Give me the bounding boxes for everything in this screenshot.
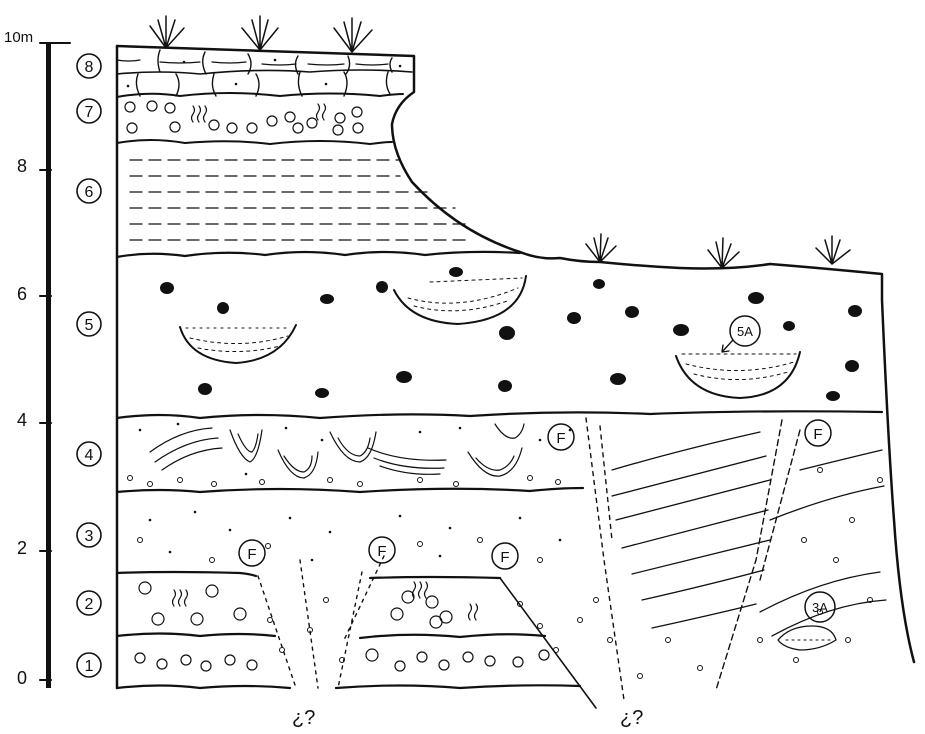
unit-8-blocks <box>117 50 401 96</box>
unit-6-fill <box>130 160 470 240</box>
fault-label: F <box>377 543 386 560</box>
unit-label: 7 <box>85 104 94 121</box>
scale-tick-label: 8 <box>17 156 27 176</box>
lens-3a-label: 3A <box>812 600 828 615</box>
scale-top-label: 10m <box>4 29 33 46</box>
fault-label: F <box>813 426 822 443</box>
unknown-mark: ¿? <box>292 707 315 729</box>
scale-tick-label: 0 <box>17 668 27 688</box>
fault-label: F <box>247 546 256 563</box>
scale-tick-label: 4 <box>17 410 27 430</box>
unit-7-fill <box>125 101 363 135</box>
scale-bar: 10m 8 6 4 2 0 <box>4 29 70 688</box>
scale-tick-label: 6 <box>17 284 27 304</box>
unit-label: 8 <box>85 59 94 76</box>
fault-zones <box>258 418 883 708</box>
callouts: 5A 3A F F F F F <box>239 316 835 622</box>
unit-4-fill <box>128 423 572 487</box>
scale-tick-label: 2 <box>17 538 27 558</box>
unit-3-fill <box>138 511 562 563</box>
scale-axis-line <box>46 44 51 688</box>
unknown-mark: ¿? <box>620 707 643 729</box>
unit-5-clasts <box>160 267 862 401</box>
unit-label: 6 <box>85 184 94 201</box>
fault-label: F <box>556 430 565 447</box>
unit-label: 3 <box>85 528 94 545</box>
channel-cross-beds <box>612 432 886 650</box>
unit-label: 2 <box>85 596 94 613</box>
unit-label: 5 <box>85 317 94 334</box>
bed-boundaries <box>117 70 882 688</box>
fault-label: F <box>500 549 509 566</box>
unit-label: 1 <box>85 658 94 675</box>
unit-labels: 8 7 6 5 4 3 2 1 <box>77 54 101 677</box>
lens-5a-arrow <box>722 340 733 352</box>
lens-5a-label: 5A <box>737 324 753 339</box>
unknown-marks: ¿? ¿? <box>292 707 643 729</box>
unit-5-scour-lenses <box>180 276 800 398</box>
unit-label: 4 <box>85 447 94 464</box>
